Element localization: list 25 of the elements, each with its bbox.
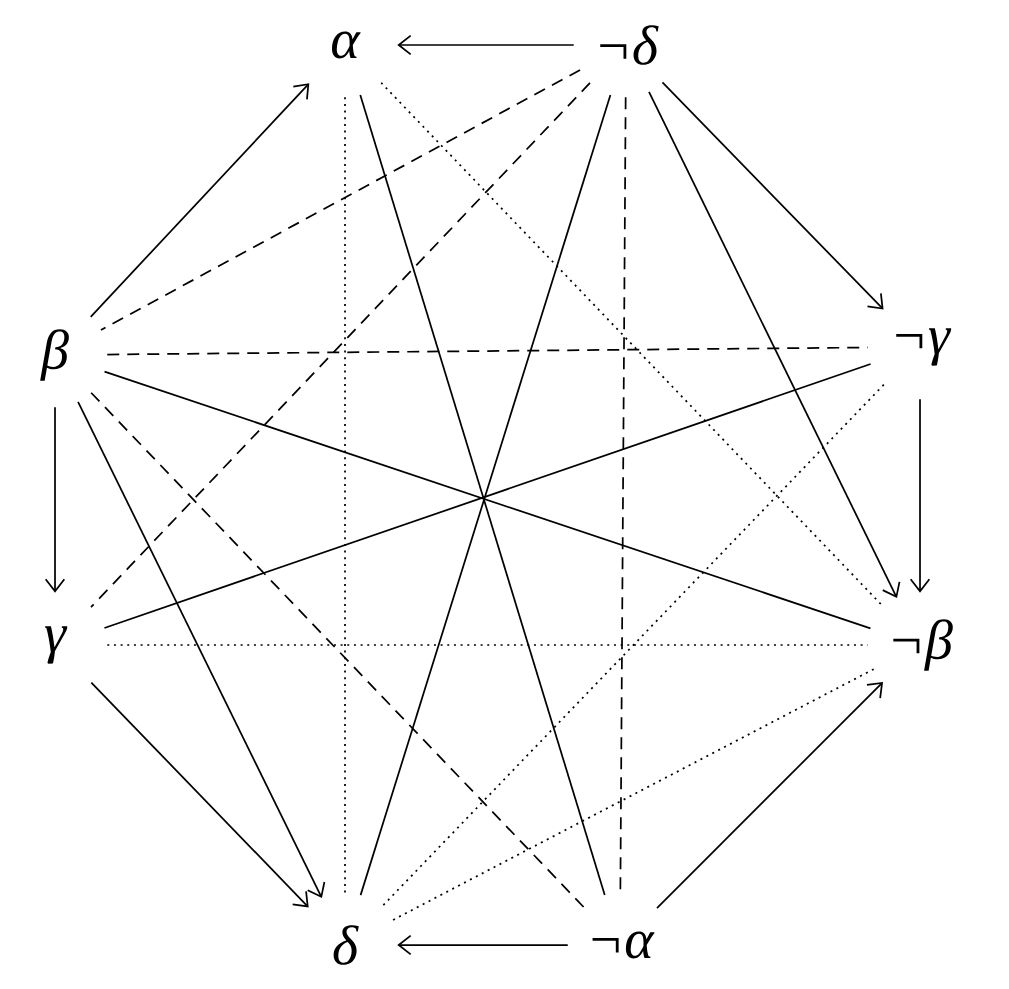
connector-line <box>390 668 875 922</box>
arrow <box>909 398 931 593</box>
arrow <box>661 81 884 310</box>
connector-line <box>344 96 346 894</box>
letter-label: β <box>40 329 69 381</box>
letter-label: δ <box>333 925 359 965</box>
arrow <box>89 83 310 318</box>
arrow <box>656 681 884 909</box>
connector-line <box>100 69 581 331</box>
letter-label: ¬δ <box>600 25 659 65</box>
letter-label: γ <box>44 626 68 664</box>
letter-label: ¬β <box>893 619 953 671</box>
letter-label: ¬γ <box>896 328 952 366</box>
arrow <box>397 34 575 56</box>
arrow <box>648 91 901 599</box>
connector-line <box>106 644 869 646</box>
arrow <box>44 406 66 593</box>
arrow <box>397 934 569 956</box>
connector-line <box>90 82 591 608</box>
letter-label: α <box>332 31 361 59</box>
arrow <box>90 681 309 908</box>
connector-line <box>106 346 869 356</box>
arrow <box>77 401 326 899</box>
letter-label: ¬α <box>592 931 655 959</box>
connector-line <box>90 391 585 909</box>
